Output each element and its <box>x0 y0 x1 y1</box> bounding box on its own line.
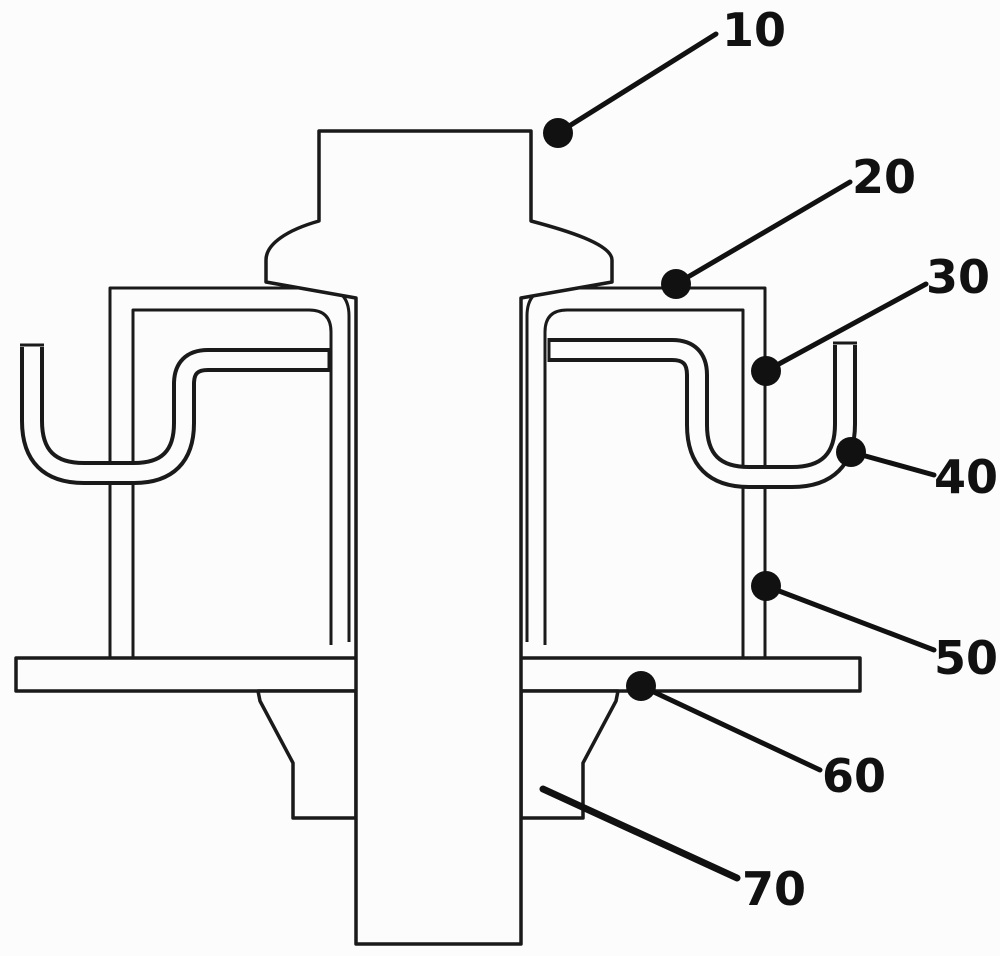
dot-40 <box>836 437 866 467</box>
reference-labels: 10 20 30 40 50 60 70 <box>722 3 998 916</box>
ref-label-40: 40 <box>934 450 998 504</box>
ref-label-50: 50 <box>934 631 998 685</box>
dot-10 <box>543 118 573 148</box>
dot-60 <box>626 671 656 701</box>
central-shaft <box>264 129 614 946</box>
ref-label-70: 70 <box>742 862 806 916</box>
u-channel-right <box>547 338 857 489</box>
u-channel-left <box>20 343 331 485</box>
dot-50 <box>751 571 781 601</box>
ref-label-60: 60 <box>822 749 886 803</box>
ref-label-30: 30 <box>926 250 990 304</box>
drawing-geometry <box>14 129 862 946</box>
leader-10 <box>555 31 719 136</box>
leader-20 <box>673 179 853 287</box>
dot-30 <box>751 356 781 386</box>
leader-50 <box>763 583 937 653</box>
leader-lines <box>539 31 937 882</box>
dot-20 <box>661 269 691 299</box>
leader-60 <box>638 683 823 773</box>
leader-30 <box>763 281 929 374</box>
ref-label-20: 20 <box>852 150 916 204</box>
ref-label-10: 10 <box>722 3 786 57</box>
leader-70 <box>539 785 741 882</box>
